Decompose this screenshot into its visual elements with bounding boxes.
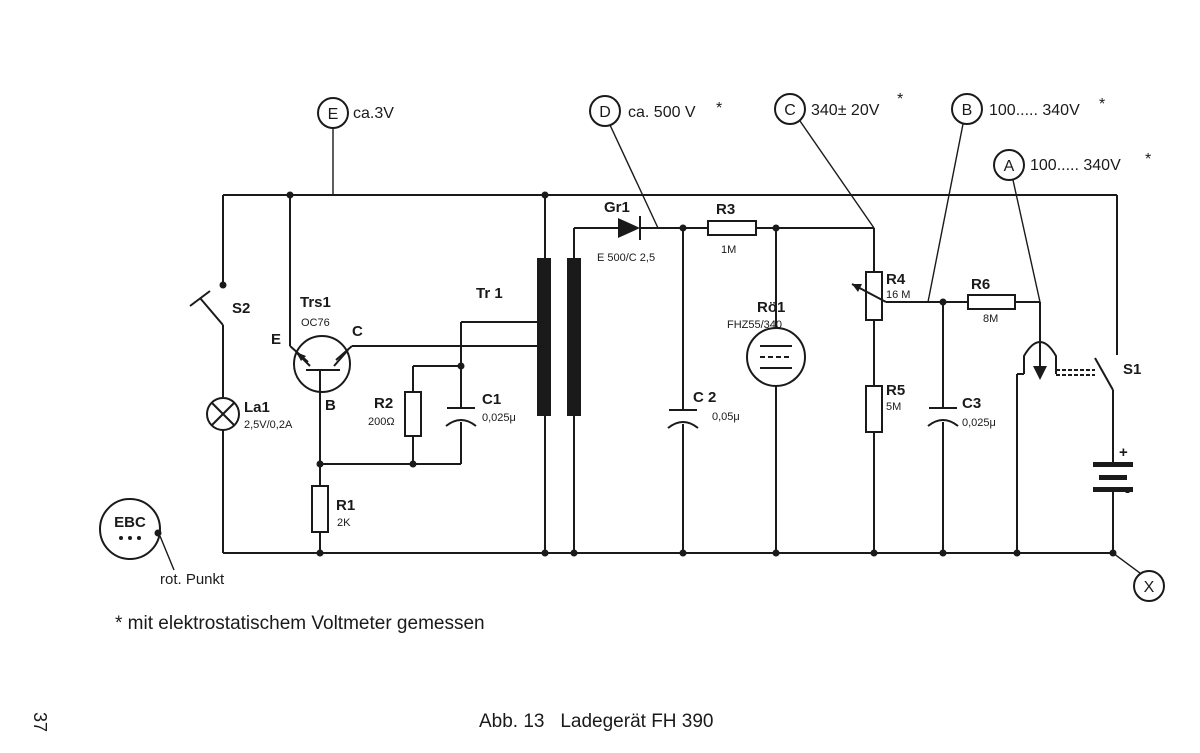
test-point-d: D ca. 500 V * <box>589 95 722 229</box>
ro1-label: Rö1 <box>757 299 785 316</box>
trs1-collector-label: C <box>352 323 363 340</box>
trs1-label: Trs1 <box>300 294 331 311</box>
test-point-a-letter: A <box>1004 158 1015 175</box>
r2-label: R2 <box>374 395 393 412</box>
resistor-r5: R5 5M <box>865 382 905 433</box>
battery-minus-sign: - <box>1125 483 1130 500</box>
test-point-b-value: 100..... 340V <box>989 102 1080 119</box>
tube-ro1: Rö1 FHZ55/340 <box>727 299 806 387</box>
battery: + - <box>1093 444 1133 500</box>
test-point-b-letter: B <box>962 102 973 119</box>
transformer-tr1: Tr 1 <box>476 258 581 416</box>
trs1-emitter-label: E <box>271 331 281 348</box>
r3-value: 1M <box>721 244 736 256</box>
r3-label: R3 <box>716 201 735 218</box>
c2-value: 0,05μ <box>712 411 740 423</box>
ebc-label: EBC <box>114 514 146 531</box>
ebc-caption: rot. Punkt <box>160 571 225 588</box>
battery-plus-sign: + <box>1119 444 1128 461</box>
resistor-r6: R6 8M <box>967 276 1016 325</box>
test-point-a-star: * <box>1145 151 1151 168</box>
c3-value: 0,025μ <box>962 417 996 429</box>
c2-label: C 2 <box>693 389 716 406</box>
test-point-e: E ca.3V <box>317 97 394 195</box>
la1-value: 2,5V/0,2A <box>244 419 293 431</box>
footnote: * mit elektrostatischem Voltmeter gemess… <box>115 613 485 634</box>
s1-label: S1 <box>1123 361 1141 378</box>
test-point-x-letter: X <box>1144 579 1155 596</box>
test-point-e-letter: E <box>328 106 339 123</box>
trs1-base-label: B <box>325 397 336 414</box>
gr1-label: Gr1 <box>604 199 630 216</box>
r5-label: R5 <box>886 382 905 399</box>
gr1-value: E 500/C 2,5 <box>597 252 655 264</box>
resistor-r2: R2 200Ω <box>368 391 422 437</box>
potentiometer-r4: R4 16 M <box>851 271 910 321</box>
r4-value: 16 M <box>886 289 910 301</box>
test-point-c-value: 340± 20V <box>811 102 880 119</box>
r6-label: R6 <box>971 276 990 293</box>
r4-label: R4 <box>886 271 906 288</box>
lamp-la1: La1 2,5V/0,2A <box>206 397 293 431</box>
la1-label: La1 <box>244 399 270 416</box>
capacitor-c2: C 2 0,05μ <box>667 389 740 429</box>
page-number: 37 <box>30 712 50 732</box>
test-point-d-value: ca. 500 V <box>628 104 696 121</box>
r5-value: 5M <box>886 401 901 413</box>
ebc-pinout-diagram: EBC rot. Punkt <box>99 498 225 588</box>
test-point-c: C 340± 20V * <box>774 91 903 229</box>
switch-s1: S1 <box>1017 341 1141 391</box>
diode-gr1: Gr1 E 500/C 2,5 <box>597 199 655 264</box>
c1-label: C1 <box>482 391 501 408</box>
r2-value: 200Ω <box>368 416 395 428</box>
c3-label: C3 <box>962 395 981 412</box>
capacitor-c1: C1 0,025μ <box>445 391 516 427</box>
test-point-c-letter: C <box>784 102 796 119</box>
switch-s2: S2 <box>189 290 250 326</box>
ro1-value: FHZ55/340 <box>727 319 782 331</box>
r1-value: 2K <box>337 517 351 529</box>
resistor-r1: R1 2K <box>311 485 355 533</box>
r1-label: R1 <box>336 497 355 514</box>
wires <box>222 194 1141 574</box>
test-point-d-star: * <box>716 100 722 117</box>
transistor-trs1: Trs1 OC76 E C B <box>271 294 363 414</box>
r6-value: 8M <box>983 313 998 325</box>
s2-label: S2 <box>232 300 250 317</box>
test-point-x: X <box>1133 570 1165 602</box>
tr1-label: Tr 1 <box>476 285 503 302</box>
test-point-c-star: * <box>897 91 903 108</box>
test-point-d-letter: D <box>599 104 611 121</box>
resistor-r3: R3 1M <box>707 201 757 256</box>
test-point-b-star: * <box>1099 96 1105 113</box>
figure-caption: Abb. 13 Ladegerät FH 390 <box>479 711 714 732</box>
trs1-value: OC76 <box>301 317 330 329</box>
capacitor-c3: C3 0,025μ <box>927 395 996 429</box>
test-point-e-value: ca.3V <box>353 105 394 122</box>
test-point-a-value: 100..... 340V <box>1030 157 1121 174</box>
junction-dots <box>219 191 1117 557</box>
test-point-a: A 100..... 340V * <box>993 149 1151 303</box>
c1-value: 0,025μ <box>482 412 516 424</box>
test-point-b: B 100..... 340V * <box>927 93 1105 303</box>
